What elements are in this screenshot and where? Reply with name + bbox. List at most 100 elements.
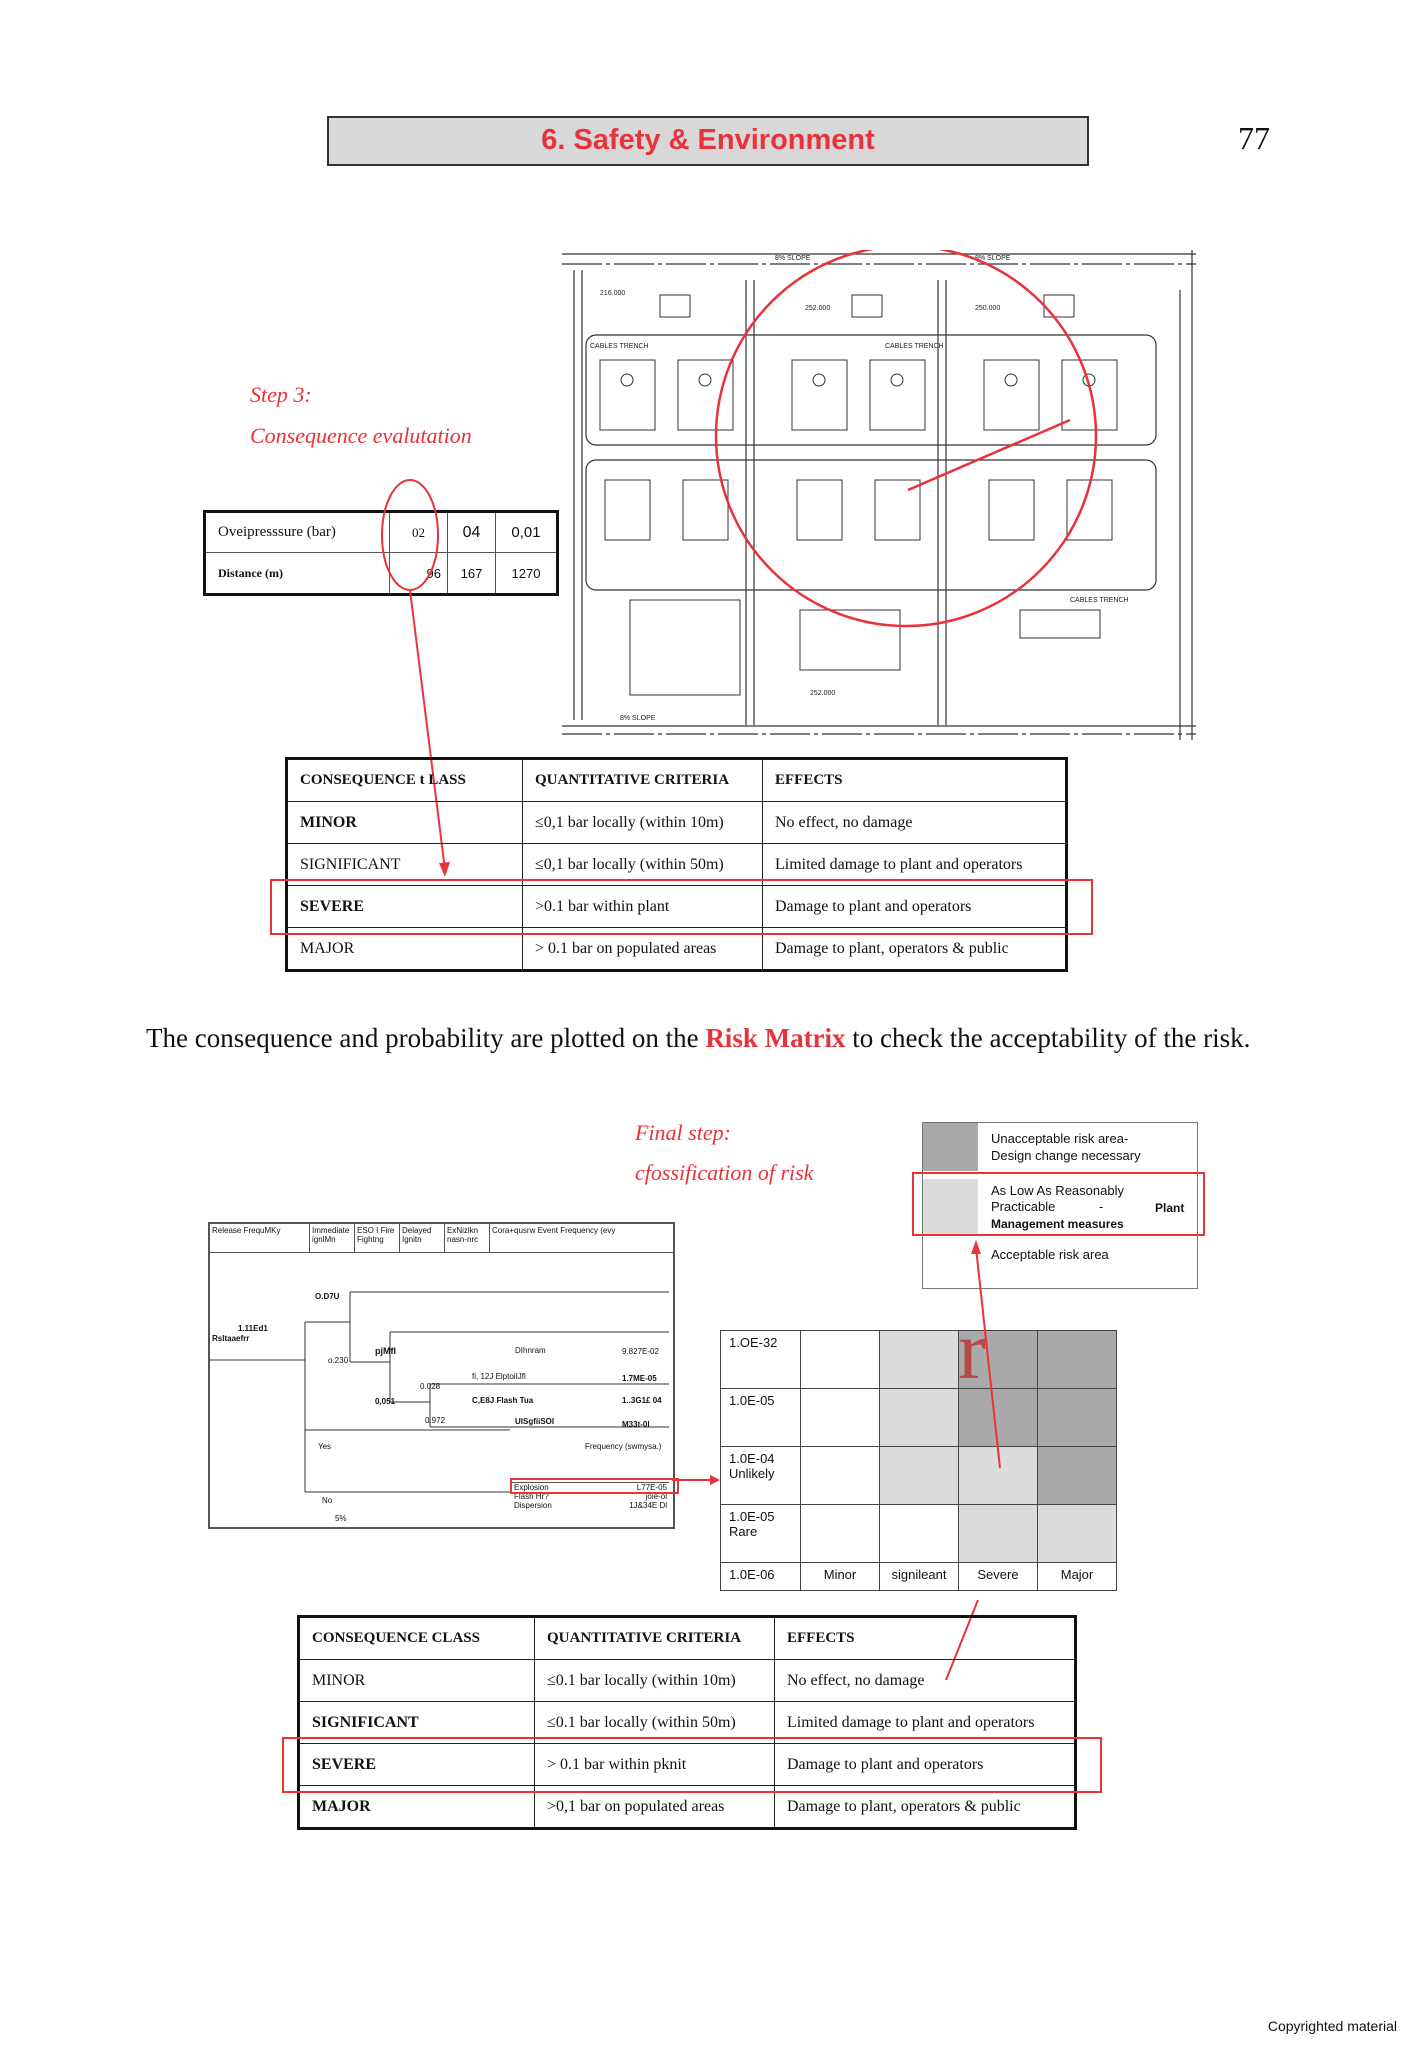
legend-unacceptable-line1: Unacceptable risk area- xyxy=(991,1131,1129,1146)
event-tree-text: C,E8J Flash Tua xyxy=(472,1396,534,1405)
table1-header: QUANTITATIVE CRITERIA xyxy=(522,758,763,802)
event-tree-header-cell: ExNizlkn nasn-nrc xyxy=(445,1224,490,1252)
matrix-cell xyxy=(958,1388,1038,1447)
event-tree-header-cell: ESO I Fire Fightng xyxy=(355,1224,400,1252)
event-tree-text: o.230 xyxy=(328,1356,349,1365)
table2-header: CONSEQUENCE CLASS xyxy=(298,1616,535,1660)
legend-alarp-line1: As Low As Reasonably xyxy=(991,1183,1124,1198)
table2-cell: No effect, no damage xyxy=(774,1659,1076,1702)
event-tree-diagram: Release FrequMKy Immediate ignlMn ESO I … xyxy=(208,1222,679,1529)
event-tree-text: O.D7U xyxy=(315,1292,340,1301)
slope-label-3: 8% SLOPE xyxy=(620,715,656,722)
event-tree-header-cell: Release FrequMKy xyxy=(210,1224,310,1252)
header-box xyxy=(327,116,1089,166)
paragraph-text-before: The consequence and probability are plot… xyxy=(146,1023,706,1053)
matrix-marker: r xyxy=(958,1304,986,1397)
elevation-3: 250.000 xyxy=(975,305,1000,312)
matrix-cell xyxy=(879,1504,959,1563)
matrix-row-label: 1.OE-32 xyxy=(720,1330,801,1389)
event-tree-branches xyxy=(210,1291,669,1493)
severe-highlight-2 xyxy=(282,1737,1102,1793)
table1-header: EFFECTS xyxy=(762,758,1067,802)
table2-cell: SIGNIFICANT xyxy=(298,1701,535,1744)
matrix-frequency: 1.0E-05 xyxy=(729,1393,775,1408)
matrix-cell xyxy=(800,1388,880,1447)
event-tree-header: Release FrequMKy Immediate ignlMn ESO I … xyxy=(210,1224,673,1253)
blast-radius-circle xyxy=(714,250,1098,628)
table2-cell: Damage to plant and operators xyxy=(774,1743,1076,1786)
legend-alarp-line2: Practicable xyxy=(991,1199,1056,1214)
table1-cell: MINOR xyxy=(286,801,523,844)
event-tree-text: 0,051 xyxy=(375,1397,396,1406)
matrix-cell xyxy=(800,1446,880,1505)
event-tree-text: UlSgfiiSOI xyxy=(515,1417,555,1426)
legend-unacceptable-line2: Design change necessary xyxy=(991,1148,1141,1163)
legend-swatch-dark xyxy=(923,1123,978,1171)
legend-alarp-dash: - xyxy=(1099,1199,1104,1214)
severe-highlight-1 xyxy=(270,879,1093,935)
event-tree-text: Frequency (swmysa.) xyxy=(585,1442,662,1451)
table1-cell: ≤0,1 bar locally (within 50m) xyxy=(522,843,763,886)
event-tree-header-cell: Cora+qusrw Event Frequency (evy xyxy=(492,1226,616,1235)
table1-cell: Limited damage to plant and operators xyxy=(762,843,1067,886)
event-tree-text: 0.028 xyxy=(420,1382,441,1391)
step3-sublabel: Consequence evalutation xyxy=(250,423,472,448)
matrix-frequency: 1.0E-05 xyxy=(729,1509,775,1524)
matrix-cell xyxy=(958,1504,1038,1563)
matrix-cell xyxy=(800,1330,880,1389)
table2-cell: ≤0.1 bar locally (within 50m) xyxy=(534,1701,775,1744)
outcome-value: L77E-05 xyxy=(636,1483,667,1492)
slope-label-1: 8% SLOPE xyxy=(775,255,811,262)
page-number: 77 xyxy=(1238,120,1270,156)
overpressure-v3: 0,01 xyxy=(495,511,558,553)
event-tree-text: 9.827E-02 xyxy=(622,1347,659,1356)
overpressure-label: Oveipresssure (bar) xyxy=(204,511,390,553)
consequence-table-1: CONSEQUENCE t LASS QUANTITATIVE CRITERIA… xyxy=(285,757,1068,972)
matrix-col-label: Severe xyxy=(958,1562,1038,1591)
table1-cell: ≤0,1 bar locally (within 10m) xyxy=(522,801,763,844)
distance-v2: 167 xyxy=(447,552,496,595)
plant-layout-drawing: 8% SLOPE 8% SLOPE CABLES TRENCH CABLES T… xyxy=(562,250,1196,740)
legend-alarp-plant: Plant xyxy=(1155,1201,1185,1215)
elevation-1: 216.000 xyxy=(600,290,625,297)
matrix-cell xyxy=(1037,1446,1117,1505)
distance-v3: 1270 xyxy=(495,552,558,595)
matrix-cell xyxy=(800,1504,880,1563)
table1-cell: >0.1 bar within plant xyxy=(522,885,763,928)
radius-line xyxy=(907,418,1071,492)
trench-label-2: CABLES TRENCH xyxy=(885,343,944,350)
event-tree-text: 0.972 xyxy=(425,1416,446,1425)
matrix-row-label: 1.0E-05 xyxy=(720,1388,801,1447)
final-step-label: Final step: xyxy=(635,1120,731,1145)
paragraph-text-after: to check the acceptability of the risk. xyxy=(845,1023,1251,1053)
table1-header: CONSEQUENCE t LASS xyxy=(286,758,523,802)
matrix-frequency-sub: Unlikely xyxy=(729,1466,775,1481)
outcome-value: 1J&34E Dl xyxy=(629,1501,667,1510)
event-tree-text: Yes xyxy=(318,1442,332,1451)
distance-label: Distance (m) xyxy=(204,552,390,595)
legend-acceptable: Acceptable risk area xyxy=(991,1247,1109,1262)
table2-header: QUANTITATIVE CRITERIA xyxy=(534,1616,775,1660)
event-tree-text: Rsltaaefrr xyxy=(212,1334,250,1343)
matrix-col-label: Minor xyxy=(800,1562,880,1591)
step3-label: Step 3: xyxy=(250,382,312,407)
matrix-frequency-sub: Rare xyxy=(729,1524,758,1539)
matrix-cell xyxy=(1037,1330,1117,1389)
table2-cell: ≤0.1 bar locally (within 10m) xyxy=(534,1659,775,1702)
body-paragraph: The consequence and probability are plot… xyxy=(146,1017,1296,1059)
outcome-value: joie-ol xyxy=(645,1492,667,1501)
event-tree-text: 1.11Ed1 xyxy=(238,1324,268,1333)
trench-label-1: CABLES TRENCH xyxy=(590,343,649,350)
legend-alarp-line3: Management measures xyxy=(991,1217,1124,1231)
table2-cell: > 0.1 bar within pknit xyxy=(534,1743,775,1786)
matrix-cell xyxy=(958,1330,1038,1389)
consequence-table-2: CONSEQUENCE CLASS QUANTITATIVE CRITERIA … xyxy=(297,1615,1077,1830)
event-tree-text: pjMfl xyxy=(375,1346,396,1356)
section-title: 6. Safety & Environment xyxy=(541,124,875,156)
alarp-highlight xyxy=(912,1172,1205,1236)
outcome-label: Flash Hr? xyxy=(514,1492,549,1501)
matrix-cell xyxy=(1037,1504,1117,1563)
